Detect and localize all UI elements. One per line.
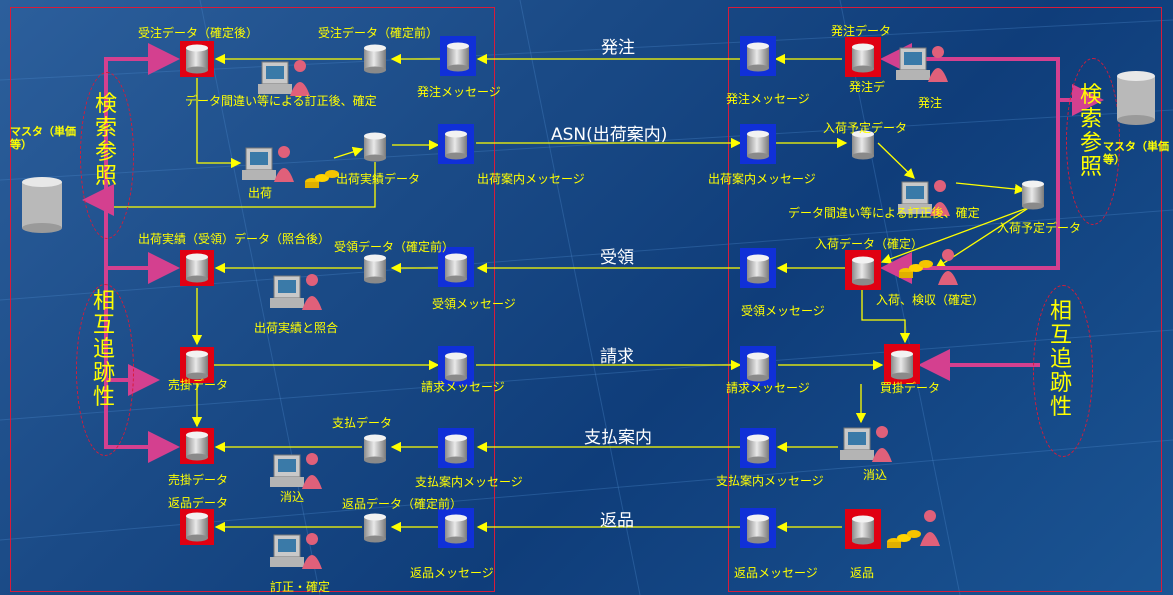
search-ref-label-right: 検索 参照 [1079, 83, 1102, 180]
label-order-data: 発注データ [831, 24, 892, 38]
traceability-ellipse-right [1033, 285, 1093, 457]
label-receipt-message-buyer: 受領メッセージ [741, 304, 825, 318]
master-db-right-icon [1117, 71, 1155, 125]
master-db-left-icon [22, 177, 62, 233]
search-ref-ellipse-left [80, 72, 134, 239]
traceability-ellipse-left [76, 284, 134, 456]
label-shipping: 出荷 [248, 186, 273, 200]
label-shipping-message-supplier: 出荷案内メッセージ [477, 172, 585, 186]
label-arrival-plan2: 入荷予定データ [997, 221, 1082, 235]
label-return-message-supplier: 返品メッセージ [410, 566, 494, 580]
master-label-right: マスタ（単価等） [1103, 140, 1169, 166]
label-order-message-buyer: 発注メッセージ [726, 92, 810, 106]
label-arrival-data: 入荷データ（確定） [815, 237, 924, 251]
flow-receipt-label: 受領 [600, 248, 634, 268]
label-receivable2: 売掛データ [168, 473, 229, 487]
label-return-message-buyer: 返品メッセージ [734, 566, 818, 580]
label-return-action: 返品 [850, 566, 875, 580]
label-order-before: 受注データ（確定前） [318, 26, 439, 40]
traceability-label-left: 相互 追跡 性 [92, 289, 115, 410]
flow-invoice-label: 請求 [600, 347, 634, 367]
label-arrival-plan: 入荷予定データ [823, 121, 908, 135]
pc-user-icons [241, 45, 958, 570]
label-payment-message-supplier: 支払案内メッセージ [415, 475, 523, 489]
label-fix-confirm: 訂正・確定 [270, 580, 331, 594]
label-invoice-message-buyer: 請求メッセージ [726, 381, 810, 395]
label-correction-supplier: データ間違い等による訂正後、確定 [185, 94, 377, 108]
label-receivable: 売掛データ [168, 378, 229, 392]
label-order-action: 発注 [918, 96, 943, 110]
flow-return-label: 返品 [600, 511, 634, 531]
label-invoice-message-supplier: 請求メッセージ [421, 380, 505, 394]
label-match-result: 出荷実績と照合 [254, 321, 339, 335]
label-payment-data: 支払データ [332, 416, 393, 430]
label-payment-message-buyer: 支払案内メッセージ [716, 474, 824, 488]
label-shipping-message-buyer: 出荷案内メッセージ [708, 172, 816, 186]
label-clear-buyer: 消込 [863, 468, 888, 482]
label-order-message-supplier: 発注メッセージ [417, 85, 501, 99]
label-order-after: 受注データ（確定後） [138, 26, 259, 40]
label-return-before: 返品データ（確定前） [342, 497, 463, 511]
search-ref-label-left: 検索 参照 [94, 92, 117, 189]
label-correction-buyer: データ間違い等による訂正後、確定 [788, 206, 980, 220]
label-receipt-message-supplier: 受領メッセージ [432, 297, 516, 311]
label-receipt-before: 受領データ（確定前） [334, 240, 455, 254]
buyer-panel [728, 7, 1162, 592]
label-order-data-partial: 発注デ [849, 80, 886, 94]
label-clear-supplier: 消込 [280, 490, 305, 504]
label-inspection: 入荷、検収（確定） [876, 293, 985, 307]
label-shipment-result: 出荷実績データ [336, 172, 421, 186]
search-ref-ellipse-right [1066, 58, 1120, 225]
flow-order-label: 発注 [601, 38, 635, 58]
traceability-label-right: 相互 追跡 性 [1049, 299, 1072, 420]
supplier-panel [10, 7, 495, 592]
flow-payment-label: 支払案内 [584, 428, 652, 448]
flow-asn-label: ASN(出荷案内) [551, 125, 668, 145]
label-return-data: 返品データ [168, 496, 229, 510]
label-result-matched: 出荷実績（受領）データ（照合後） [138, 232, 331, 246]
label-payable: 買掛データ [880, 381, 941, 395]
master-label-left: マスタ（単価等） [10, 125, 76, 151]
